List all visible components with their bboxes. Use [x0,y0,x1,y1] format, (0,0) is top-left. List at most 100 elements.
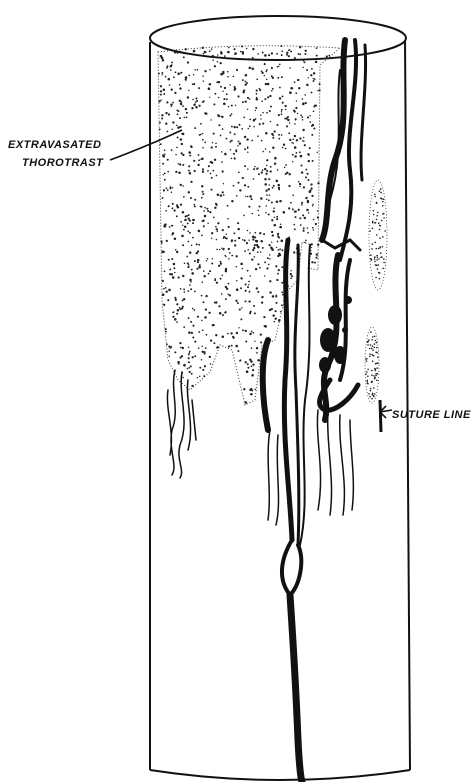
stipple-dot [275,318,277,320]
stipple-dot [192,237,194,239]
stipple-dot [165,210,167,212]
stipple-dot [237,145,238,146]
stipple-dot [165,123,167,125]
stipple-dot [310,187,312,189]
stipple-dot [222,71,224,73]
stipple-dot [204,112,206,114]
stipple-dot [236,280,237,281]
stipple-dot [253,247,255,249]
stipple-dot [312,205,314,207]
stipple-dot [243,388,245,390]
stipple-dot [255,118,257,120]
extravasated-region-outline [158,46,340,405]
stipple-dot [237,350,239,352]
stipple-dot [236,266,238,268]
stipple-dot [202,369,204,371]
stipple-dot [188,165,190,167]
stipple-dot [181,152,183,154]
stipple-dot [276,124,278,126]
stipple-dot [191,107,193,109]
stipple-dot [194,291,196,293]
stipple-dot [172,203,174,205]
stipple-dot [172,102,174,104]
stipple-dot [367,342,369,344]
stipple-dot [245,196,246,197]
stipple-dot [275,295,277,297]
stipple-dot [257,210,258,211]
stipple-dot [164,271,166,273]
stipple-dot [268,184,269,185]
stipple-dot [176,215,178,217]
stipple-dot [236,126,238,128]
stipple-dot [293,143,294,144]
stipple-dot [211,232,213,234]
stipple-dot [296,152,298,154]
stipple-dot [220,263,222,265]
stipple-dot [242,53,244,55]
stipple-dot [299,183,301,185]
stipple-dot [216,228,218,230]
stipple-dot [237,95,239,97]
stipple-dot [180,184,182,186]
stipple-dot [284,167,286,169]
stipple-dot [169,84,171,86]
extravasated-leader-line [110,130,182,160]
stipple-dot [265,148,267,150]
stipple-dot [201,281,203,283]
stipple-dot [215,226,217,228]
stipple-dot [175,299,177,301]
stipple-dot [215,146,217,148]
stipple-dot [311,134,313,136]
stipple-dot [178,276,180,278]
stipple-dot [256,352,258,354]
stipple-dot [226,98,228,100]
stipple-dot [201,346,203,348]
stipple-dot [308,212,309,213]
stipple-dot [169,268,171,270]
stipple-dot [247,363,249,365]
stipple-dot [195,97,197,99]
stipple-dot [180,72,182,74]
stipple-dot [251,331,253,333]
stipple-dot [311,125,313,127]
stipple-dot [293,251,295,253]
stipple-dot [260,251,262,253]
stipple-dot [178,110,180,112]
stipple-dot [271,248,274,251]
stipple-dot [292,161,293,162]
stipple-dot [382,236,384,238]
stipple-dot [163,304,165,306]
stipple-dot [186,112,188,114]
stipple-dot [251,140,253,142]
stipple-dot [249,232,251,234]
stipple-dot [369,353,371,355]
stipple-dot [222,275,224,277]
stipple-dot [374,258,376,260]
stipple-dot [180,347,182,349]
stipple-dot [294,135,296,137]
stipple-dot [179,342,181,344]
stipple-dot [263,233,265,235]
stipple-dot [317,243,319,245]
stipple-dot [257,135,259,137]
stipple-dot [212,59,214,61]
stipple-dot [209,83,211,85]
stipple-dot [165,328,167,330]
stipple-dot [214,93,216,95]
stipple-dot [379,246,381,248]
stipple-dot [302,67,303,68]
stipple-dot [201,197,203,199]
stipple-dot [277,233,279,235]
stipple-dot [245,290,247,292]
stipple-dot [188,354,190,356]
stipple-dot [239,189,241,191]
stipple-dot [376,367,378,369]
stipple-dot [255,110,256,111]
stipple-dot [186,215,188,217]
stipple-dot [376,347,378,349]
stipple-dot [305,169,307,171]
dotted-patch-outline [369,180,387,290]
stipple-dot [226,237,228,239]
stipple-dot [312,227,314,229]
stipple-dot [253,168,255,170]
